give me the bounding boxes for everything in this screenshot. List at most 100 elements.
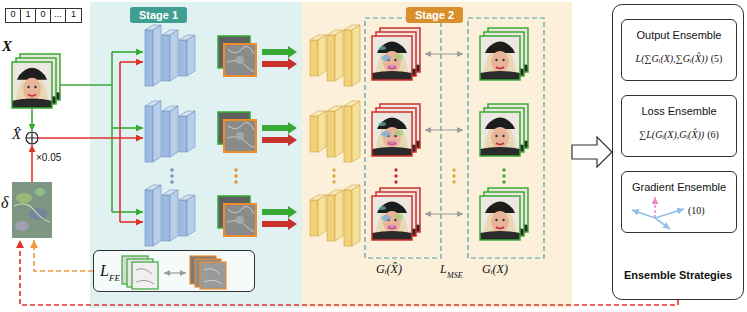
loss-symbol: L xyxy=(100,262,109,280)
stage-band: Stage 2 xyxy=(302,2,572,308)
feature-maps xyxy=(218,196,256,236)
scale-label: ×0.05 xyxy=(36,152,61,163)
feature-maps xyxy=(218,112,256,152)
gradient-vectors xyxy=(655,209,684,218)
input-images xyxy=(16,58,56,104)
symbol-label: δ xyxy=(1,194,8,212)
add-operator xyxy=(26,132,38,144)
feedback-arrow xyxy=(34,240,93,271)
equation: ∑L(Gᵢ(X),Gᵢ(X̂)) xyxy=(639,129,704,140)
input-wires xyxy=(31,145,33,182)
bit-cell: 1 xyxy=(66,9,81,22)
input-wires xyxy=(38,137,143,139)
feature-maps xyxy=(218,36,256,236)
mse-arrows xyxy=(425,213,463,214)
output-groups xyxy=(372,28,420,80)
loss-thumbnails xyxy=(132,262,158,289)
input-images xyxy=(16,58,56,104)
ellipsis-dots xyxy=(170,168,173,171)
input-images xyxy=(12,62,52,108)
output-groups xyxy=(480,28,528,80)
input-wires xyxy=(120,61,143,63)
ellipsis-dots xyxy=(332,174,335,177)
loss-thumbnails xyxy=(122,256,226,289)
equation: L(∑Gᵢ(X),∑Gᵢ(X̂)) xyxy=(636,53,708,64)
input-wires xyxy=(111,52,113,212)
loss-box: LFE xyxy=(93,250,255,292)
stage-arrows xyxy=(262,122,297,134)
bit-cell: 0 xyxy=(6,9,21,22)
equation-number: (5) xyxy=(711,53,723,64)
bit-cell: 1 xyxy=(21,9,36,22)
decoder-blocks xyxy=(310,25,360,86)
block-arrow xyxy=(572,137,612,167)
feedback-arrow xyxy=(20,240,678,305)
loss-thumbnails xyxy=(190,256,216,284)
bit-cell: ... xyxy=(51,9,66,22)
ellipsis-dots xyxy=(332,180,335,183)
input-images xyxy=(20,54,60,100)
mse-arrows xyxy=(425,53,463,54)
ellipsis-dots xyxy=(502,180,505,183)
ellipsis-dots xyxy=(332,168,335,171)
encoder-blocks xyxy=(145,25,195,246)
perturbation-image xyxy=(14,204,50,222)
output-groups xyxy=(480,188,528,240)
stage-arrows xyxy=(262,134,297,146)
ellipsis-dots xyxy=(170,180,173,183)
input-wires xyxy=(112,211,143,213)
output-groups xyxy=(480,104,528,156)
input-images xyxy=(20,54,60,100)
stage-tab: Stage 2 xyxy=(406,7,463,23)
ellipsis-dots xyxy=(234,180,237,183)
input-wires xyxy=(32,52,143,222)
mse-arrows xyxy=(425,54,463,214)
ellipsis-dots xyxy=(170,174,173,177)
equation-number: (6) xyxy=(707,129,719,140)
output-groups xyxy=(365,18,441,258)
strategy-title: Loss Ensemble xyxy=(624,105,734,117)
encoder-blocks xyxy=(145,101,195,162)
ellipsis-dots xyxy=(170,168,505,183)
stage-arrows xyxy=(262,46,297,58)
stage-arrows xyxy=(262,206,297,218)
loss-thumbnails xyxy=(164,272,186,273)
loss-thumbnails xyxy=(127,259,153,287)
ellipsis-dots xyxy=(502,168,505,171)
strategy-box: Loss Ensemble ∑L(Gᵢ(X),Gᵢ(X̂))(6) xyxy=(621,95,737,157)
ellipsis-dots xyxy=(234,174,237,177)
stage-tab: Stage 1 xyxy=(130,7,187,23)
gradient-vectors xyxy=(632,210,655,218)
ensemble-panel: Ensemble StrategiesOutput EnsembleL(∑Gᵢ(… xyxy=(612,4,744,300)
ellipsis-dots xyxy=(452,168,455,171)
ellipsis-dots xyxy=(394,180,397,183)
stage-band: Stage 1 LFE xyxy=(90,2,302,308)
add-operator xyxy=(26,132,38,144)
input-wires xyxy=(119,62,121,222)
ellipsis-dots xyxy=(234,168,237,171)
perturbation-image xyxy=(12,182,52,238)
loss-thumbnails xyxy=(195,259,221,287)
gradient-vectors xyxy=(654,197,656,218)
input-images xyxy=(12,62,52,108)
input-wires xyxy=(60,84,112,86)
perturbation-image xyxy=(12,182,52,238)
loss-thumbnails xyxy=(204,269,222,284)
loss-subscript: FE xyxy=(109,273,120,283)
mse-arrows xyxy=(425,129,463,130)
output-groups xyxy=(468,18,544,258)
ellipsis-dots xyxy=(502,174,505,177)
strategy-box: Gradient Ensemble(10) xyxy=(621,171,737,233)
stage-arrows xyxy=(262,58,297,70)
stage-arrows xyxy=(262,218,297,230)
encoder-blocks xyxy=(145,25,195,86)
input-wires xyxy=(120,221,143,223)
strategy-title: Output Ensemble xyxy=(624,29,734,41)
variable-label: X̂ xyxy=(12,126,21,143)
bit-vector: 010...1 xyxy=(5,8,82,23)
strategy-box: Output EnsembleL(∑Gᵢ(X),∑Gᵢ(X̂))(5) xyxy=(621,19,737,81)
bit-cell: 0 xyxy=(36,9,51,22)
